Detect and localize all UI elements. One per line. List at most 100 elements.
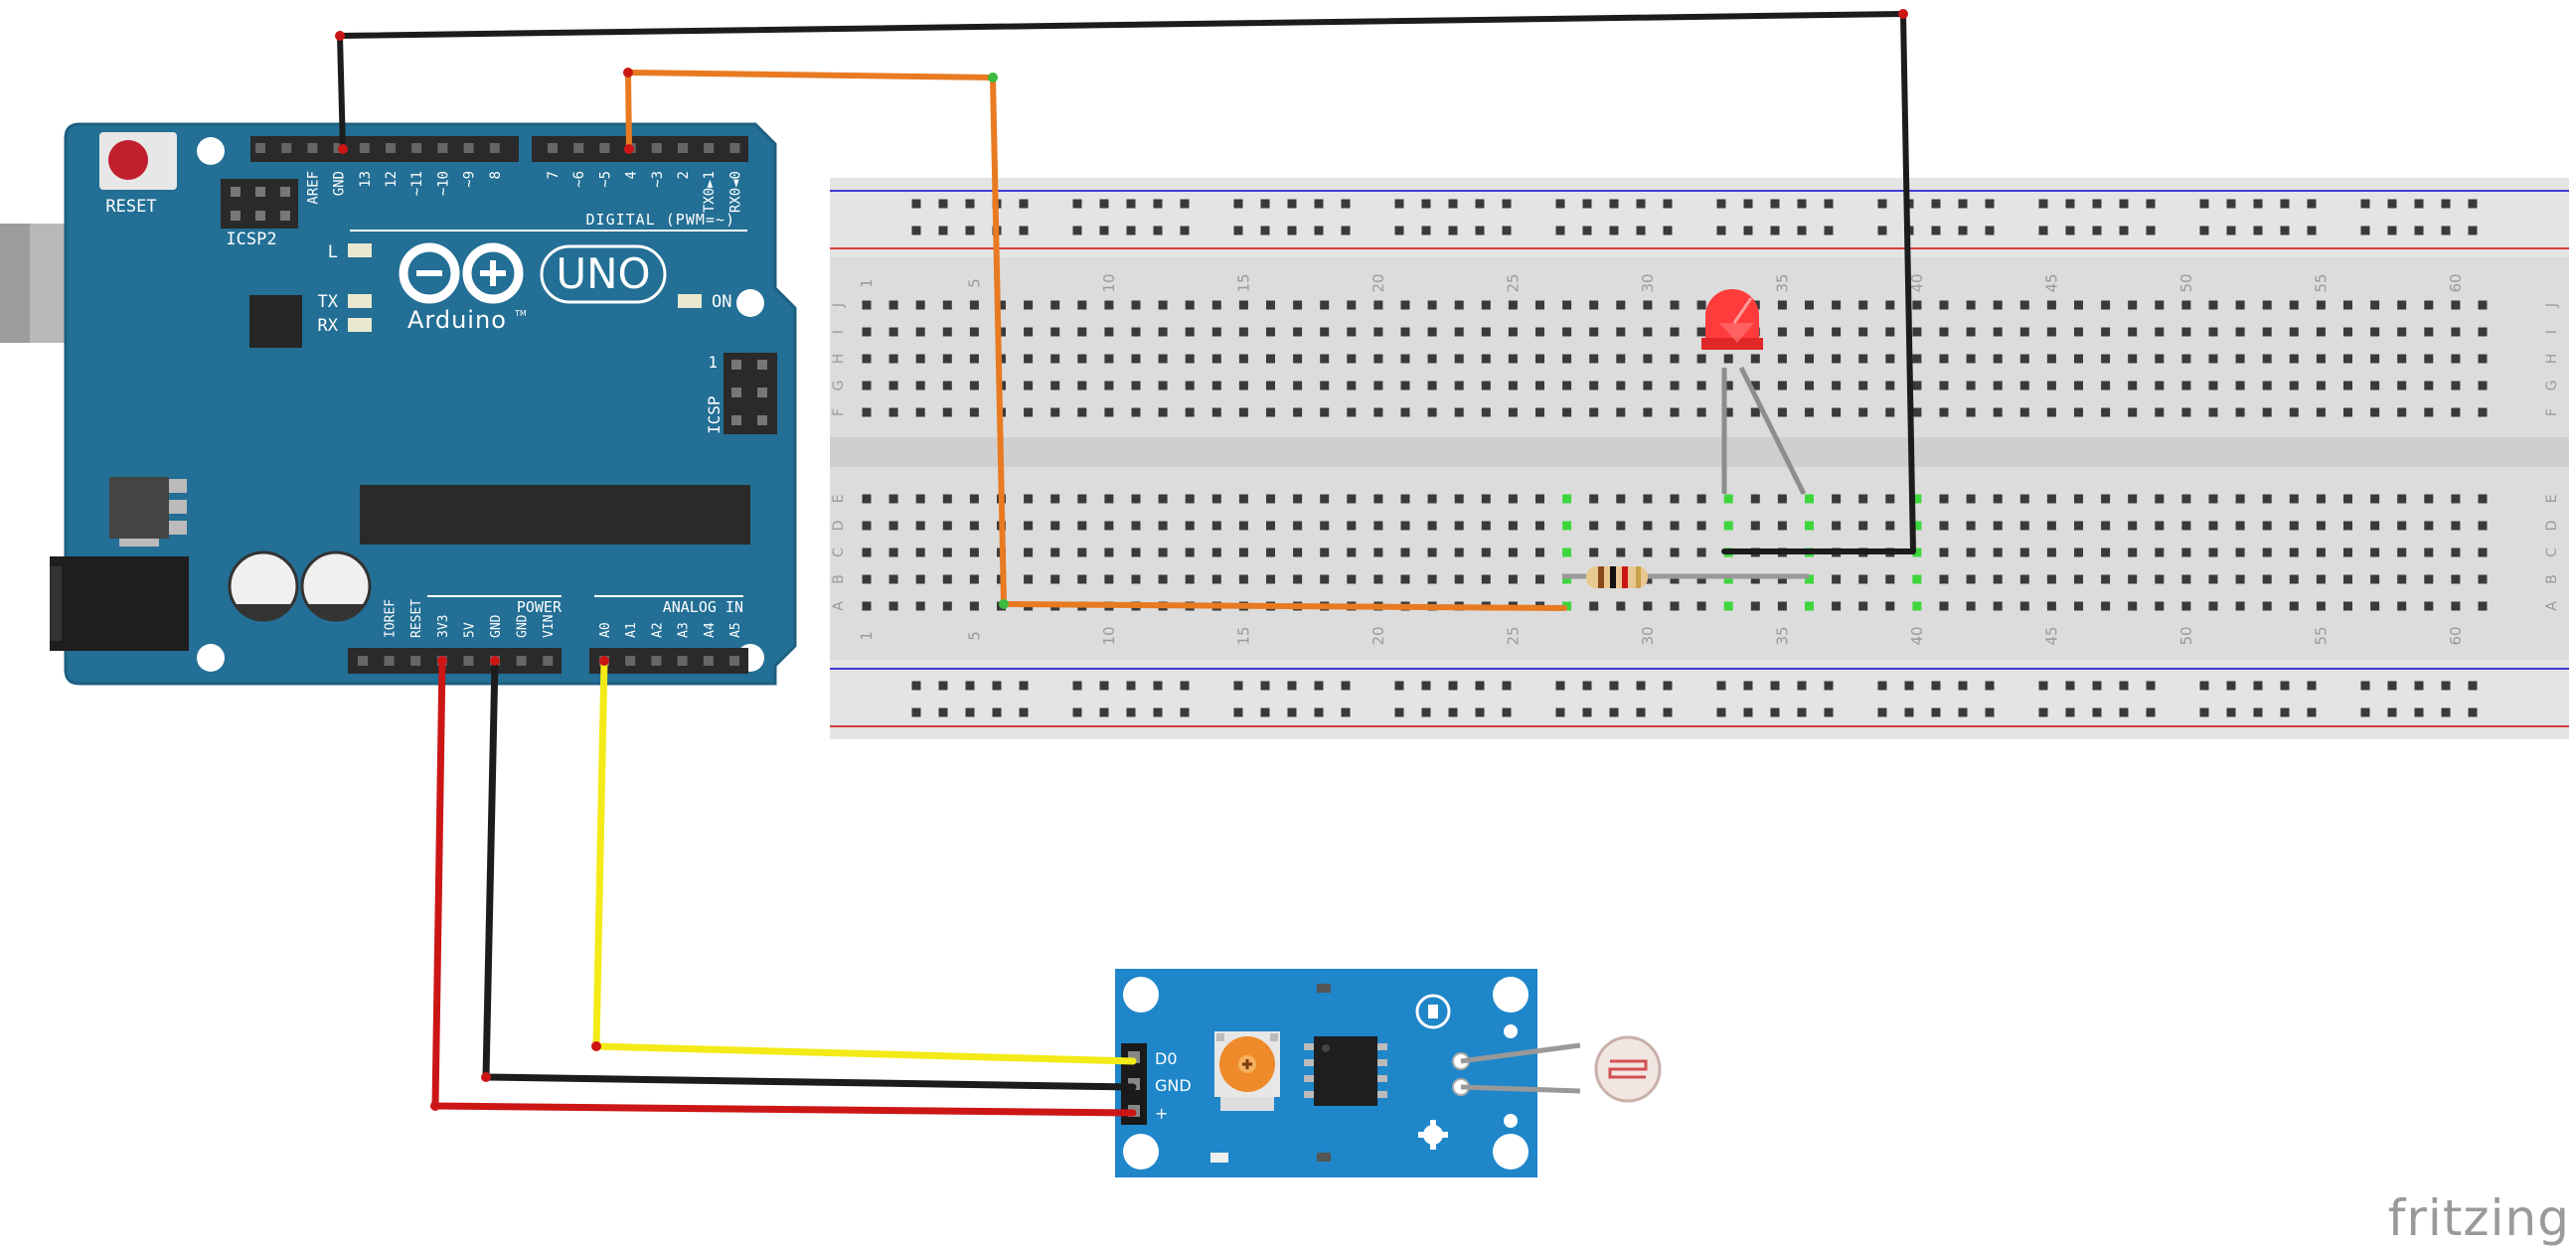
power-pin-label: VIN <box>542 615 557 638</box>
photoresistor <box>1460 1035 1662 1103</box>
comparator-chip <box>1304 1036 1387 1106</box>
breadboard-hole <box>2343 354 2352 364</box>
power-rail-hole <box>1636 226 1646 235</box>
breadboard-hole <box>1454 300 1464 310</box>
power-rail-hole <box>1180 226 1190 235</box>
breadboard-hole <box>1993 407 2003 417</box>
power-rail-hole <box>1126 681 1136 691</box>
power-rail-hole <box>1314 707 1324 717</box>
column-number-top: 45 <box>2042 273 2060 292</box>
power-rail-hole <box>1341 226 1351 235</box>
breadboard-hole <box>2208 574 2218 584</box>
icsp2-header <box>221 179 298 229</box>
breadboard-hole <box>1616 300 1626 310</box>
breadboard-hole <box>1185 407 1195 417</box>
breadboard-hole <box>2289 601 2299 611</box>
breadboard-hole <box>2208 354 2218 364</box>
breadboard-hole <box>888 381 898 390</box>
breadboard-hole <box>1777 494 1787 504</box>
power-rail-hole <box>1099 199 1109 209</box>
header-pin <box>463 143 474 153</box>
power-rail-hole <box>2360 707 2370 717</box>
power-rail-hole <box>938 681 948 691</box>
breadboard-hole <box>1616 547 1626 557</box>
breadboard-hole <box>1643 547 1653 557</box>
power-rail-hole <box>2441 199 2451 209</box>
breadboard-hole <box>1454 354 1464 364</box>
power-rail-hole <box>1448 707 1458 717</box>
breadboard-hole <box>2343 327 2352 337</box>
breadboard-hole <box>1696 521 1706 531</box>
analog-header <box>589 648 748 674</box>
breadboard-hole <box>2451 354 2461 364</box>
breadboard-hole <box>1427 494 1437 504</box>
breadboard-hole <box>1589 521 1599 531</box>
breadboard-hole <box>1670 354 1680 364</box>
breadboard-hole <box>1050 547 1060 557</box>
breadboard-hole <box>1805 354 1814 364</box>
breadboard-hole <box>1535 354 1544 364</box>
breadboard-hole <box>2316 547 2326 557</box>
breadboard-hole <box>2019 574 2029 584</box>
row-letter: J <box>831 303 847 308</box>
breadboard-hole <box>2181 327 2191 337</box>
breadboard-hole <box>1966 300 1976 310</box>
breadboard-hole <box>2074 521 2083 531</box>
breadboard-hole <box>1832 601 1842 611</box>
led-rx <box>348 318 372 332</box>
digital-pin-label: ~5 <box>597 171 613 188</box>
column-number-bottom: 40 <box>1908 626 1926 645</box>
breadboard-hole <box>2262 407 2272 417</box>
breadboard-hole <box>2074 407 2083 417</box>
power-rail-hole <box>1985 681 1995 691</box>
power-pin-label: GND <box>516 614 531 638</box>
breadboard-hole <box>2262 354 2272 364</box>
breadboard-hole <box>1885 354 1895 364</box>
power-rail-hole <box>2038 199 2048 209</box>
breadboard-hole <box>1508 354 1518 364</box>
breadboard-hole <box>2397 547 2407 557</box>
breadboard-hole <box>1104 300 1114 310</box>
power-rail-hole <box>2280 681 2290 691</box>
breadboard-hole <box>1589 327 1599 337</box>
breadboard-hole <box>1939 354 1949 364</box>
breadboard-hole <box>1723 494 1733 504</box>
breadboard-hole <box>1211 354 1221 364</box>
power-rail-hole <box>1448 681 1458 691</box>
breadboard-hole <box>969 521 979 531</box>
breadboard-hole <box>2181 354 2191 364</box>
analog-pin-label: A3 <box>677 622 692 638</box>
breadboard-hole <box>2181 574 2191 584</box>
breadboard-hole <box>2128 327 2138 337</box>
breadboard-hole <box>2208 521 2218 531</box>
analog-caption: ANALOG IN <box>663 598 743 616</box>
breadboard-hole <box>1562 407 1572 417</box>
breadboard-hole <box>1912 327 1922 337</box>
breadboard-hole <box>1266 327 1275 337</box>
digital-pin-label: TX0►1 <box>702 171 718 213</box>
breadboard-hole <box>969 381 979 390</box>
breadboard-hole <box>1293 547 1303 557</box>
breadboard-hole <box>862 354 872 364</box>
breadboard-hole <box>915 494 925 504</box>
breadboard-hole <box>1643 521 1653 531</box>
breadboard-hole <box>1077 494 1087 504</box>
breadboard-hole <box>1266 354 1275 364</box>
breadboard-hole <box>1373 521 1383 531</box>
breadboard-hole <box>1966 521 1976 531</box>
breadboard-hole <box>1777 354 1787 364</box>
breadboard-hole <box>1777 300 1787 310</box>
breadboard-hole <box>1750 601 1760 611</box>
power-rail-hole <box>1877 226 1887 235</box>
breadboard-hole <box>1347 327 1357 337</box>
power-rail-hole <box>1019 707 1029 717</box>
breadboard-hole <box>2235 601 2245 611</box>
breadboard-hole <box>1050 300 1060 310</box>
breadboard-hole <box>1131 381 1141 390</box>
header-pin <box>678 143 688 153</box>
power-rail-hole <box>2226 226 2236 235</box>
power-rail-hole <box>2146 707 2156 717</box>
breadboard-hole <box>1024 407 1034 417</box>
breadboard-hole <box>2101 494 2111 504</box>
